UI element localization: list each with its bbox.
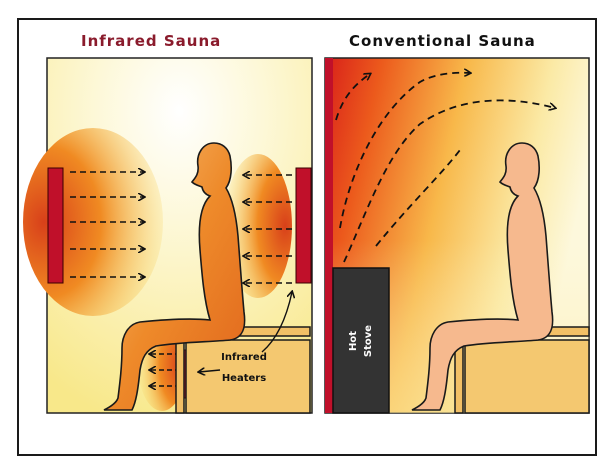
left-infrared-heater	[48, 168, 63, 283]
infrared-sauna-panel: Infrared Heaters	[23, 58, 312, 413]
right-infrared-heater	[296, 168, 311, 283]
infrared-heaters-label-line1: Infrared	[221, 352, 267, 363]
conventional-sauna-panel: Hot Stove	[325, 58, 589, 413]
infrared-heaters-label-line2: Heaters	[222, 373, 266, 384]
hot-wall-strip	[325, 58, 333, 413]
hot-stove-label-line1: Hot	[348, 331, 359, 351]
hot-stove: Hot Stove	[333, 268, 389, 413]
hot-stove-label-line2: Stove	[363, 325, 374, 357]
